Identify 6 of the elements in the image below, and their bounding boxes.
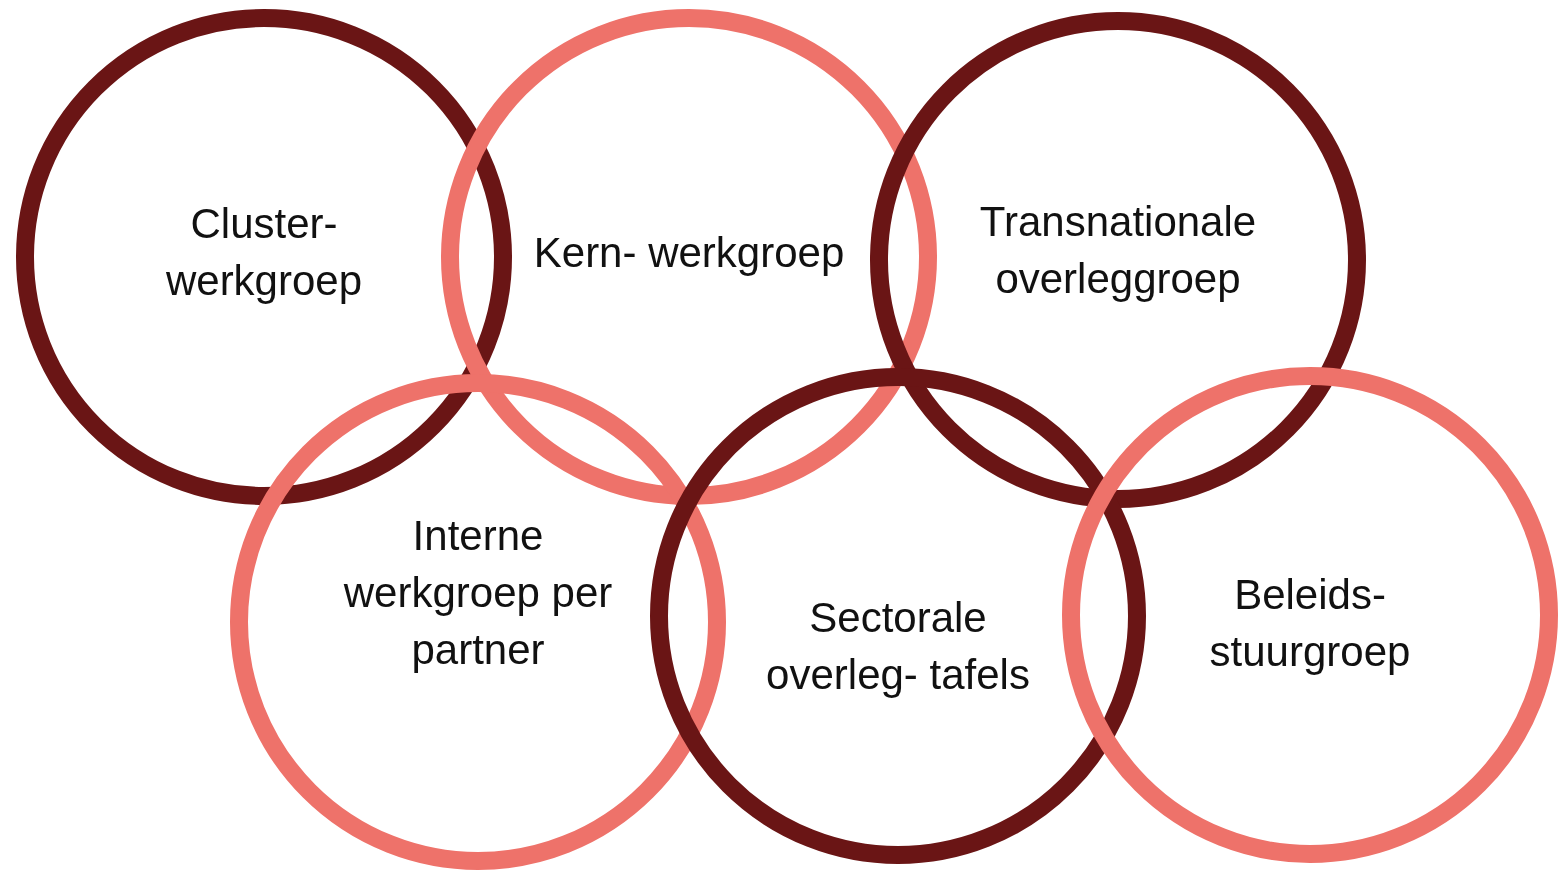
node-label: Interne werkgroep per partner xyxy=(342,510,614,675)
node-label: Kern- werkgroep xyxy=(532,227,846,278)
node-label: Sectorale overleg- tafels xyxy=(765,593,1031,700)
node-label: Cluster- werkgroep xyxy=(164,199,364,306)
node-label: Transnationale overleggroep xyxy=(978,197,1258,304)
node-label: Beleids- stuurgroep xyxy=(1208,570,1412,677)
